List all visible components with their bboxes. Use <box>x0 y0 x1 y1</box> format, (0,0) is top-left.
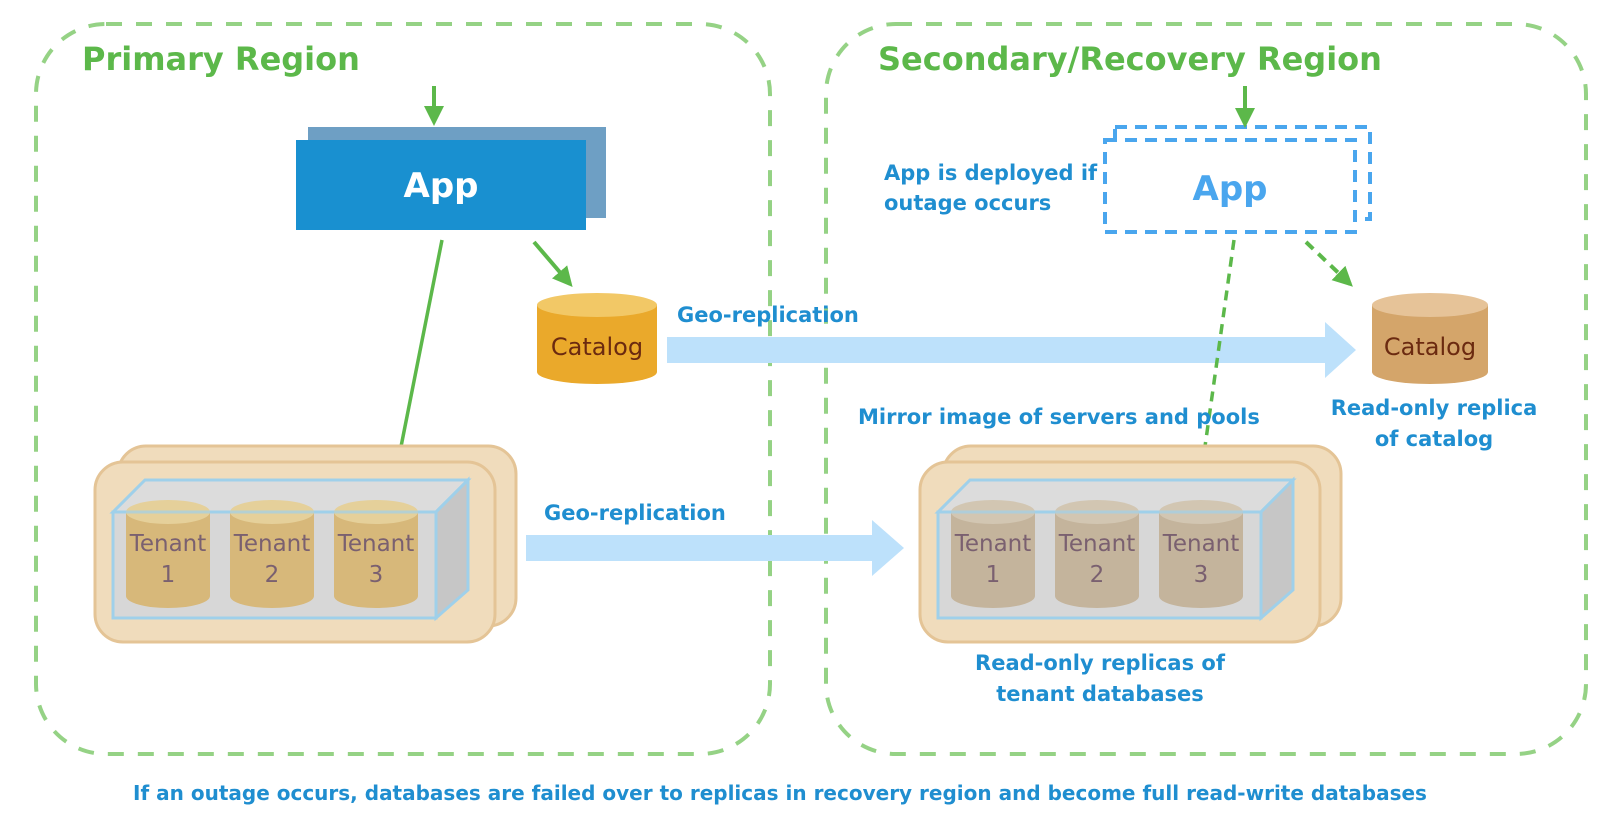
secondary-app: App <box>1103 125 1372 234</box>
primary-tenant-3-label: Tenant <box>337 531 415 557</box>
primary-app-to-tenant3-arrow <box>388 239 444 486</box>
secondary-catalog-label: Catalog <box>1384 333 1476 361</box>
secondary-app-note-line1: App is deployed if <box>884 161 1098 185</box>
primary-app-label: App <box>404 166 479 206</box>
secondary-tenant-1-label: Tenant <box>954 531 1032 557</box>
primary-tenant-2: Tenant 2 <box>230 500 314 608</box>
secondary-tenant-1-number: 1 <box>986 562 1001 588</box>
primary-tenant-1: Tenant 1 <box>126 500 210 608</box>
primary-tenant-2-label: Tenant <box>233 531 311 557</box>
primary-tenant-3: Tenant 3 <box>334 500 418 608</box>
secondary-app-to-tenant3-arrow <box>1193 239 1236 486</box>
primary-server-pool: Tenant 1 Tenant 2 Tenant 3 <box>93 444 518 644</box>
secondary-tenant-1: Tenant 1 <box>951 500 1035 608</box>
primary-tenant-1-number: 1 <box>161 562 176 588</box>
primary-app-box <box>296 140 586 230</box>
primary-region-container <box>34 22 772 756</box>
catalog-geo-replication-arrow <box>667 322 1356 378</box>
secondary-tenant-3-label: Tenant <box>1162 531 1240 557</box>
tenant-replicas-note-line1: Read-only replicas of <box>975 651 1226 675</box>
secondary-app-note-line2: outage occurs <box>884 191 1051 215</box>
catalog-replica-note-line2: of catalog <box>1375 427 1493 451</box>
primary-catalog-database: Catalog <box>537 293 657 384</box>
primary-region-title: Primary Region <box>82 40 360 78</box>
secondary-tenant-2-label: Tenant <box>1058 531 1136 557</box>
secondary-tenant-3: Tenant 3 <box>1159 500 1243 608</box>
secondary-tenant-2: Tenant 2 <box>1055 500 1139 608</box>
primary-tenant-1-label: Tenant <box>129 531 207 557</box>
primary-tenant-2-number: 2 <box>265 562 280 588</box>
secondary-tenant-3-number: 3 <box>1194 562 1209 588</box>
catalog-replica-note-line1: Read-only replica <box>1331 396 1538 420</box>
tenants-geo-replication-label: Geo-replication <box>544 501 726 525</box>
primary-app-to-catalog-arrow <box>532 240 573 288</box>
primary-app: App <box>296 127 606 230</box>
failover-footer-note: If an outage occurs, databases are faile… <box>133 781 1427 805</box>
secondary-app-to-catalog-arrow <box>1304 240 1353 287</box>
mirror-image-note: Mirror image of servers and pools <box>858 405 1260 429</box>
secondary-catalog-database: Catalog <box>1372 293 1488 384</box>
catalog-geo-replication-label: Geo-replication <box>677 303 859 327</box>
secondary-app-label: App <box>1193 169 1268 209</box>
secondary-region-title: Secondary/Recovery Region <box>878 40 1382 78</box>
tenant-replicas-note-line2: tenant databases <box>996 682 1204 706</box>
primary-tenant-3-number: 3 <box>369 562 384 588</box>
secondary-app-box <box>1103 138 1357 234</box>
tenants-geo-replication-arrow <box>526 520 904 576</box>
secondary-region-container <box>824 22 1588 756</box>
secondary-tenant-2-number: 2 <box>1090 562 1105 588</box>
primary-catalog-label: Catalog <box>551 333 643 361</box>
secondary-server-pool: Tenant 1 Tenant 2 Tenant 3 <box>918 444 1343 644</box>
